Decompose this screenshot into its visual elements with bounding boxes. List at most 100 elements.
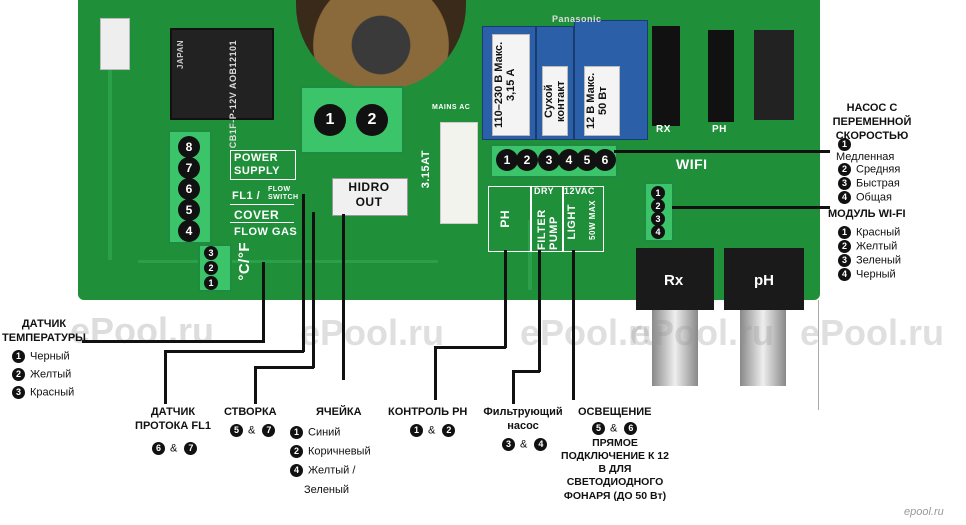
- ampersand: &: [428, 424, 436, 437]
- pump-item-text: Средняя: [856, 163, 901, 176]
- out-pin-6: 6: [594, 149, 616, 171]
- black-relay: [170, 28, 274, 120]
- cell-item-text: Желтый /: [308, 464, 356, 477]
- pcb-trace: [108, 40, 112, 260]
- hidro-out-label-box: [332, 178, 408, 216]
- pump-title: НАСОС С ПЕРЕМЕННОЙ СКОРОСТЬЮ: [832, 102, 912, 142]
- filter-pump-output-label: FILTER PUMP: [536, 209, 560, 250]
- leader-ph-down: [434, 346, 437, 400]
- black-relay-small: [754, 30, 794, 120]
- filter-pump-title: Фильтрующий насос: [483, 406, 563, 432]
- light-output-box: [562, 186, 604, 252]
- output-terminal-block: 1 2 3 4 5 6: [490, 144, 618, 178]
- leader-ph-h: [434, 346, 506, 349]
- cell-item-number: 2: [290, 445, 303, 458]
- leader-temp-v: [262, 262, 265, 343]
- pin-number: 6: [624, 422, 638, 435]
- ampersand: &: [610, 422, 618, 435]
- pump-item-text: Медленная: [836, 151, 895, 163]
- relay-marking: CB1F-P-12V AOB12101: [228, 40, 238, 149]
- ampersand: &: [520, 438, 528, 451]
- vac-label: 12VAC: [564, 186, 595, 196]
- wifi-pin-4: 4: [651, 225, 665, 239]
- bnc-rx-barrel: [652, 310, 698, 386]
- ph-header: [708, 30, 734, 122]
- pump-item-number: 3: [838, 177, 851, 190]
- power-supply-box: [230, 150, 296, 180]
- lighting-title: ОСВЕЩЕНИЕ: [578, 406, 652, 418]
- left-pin-7: 7: [178, 157, 200, 179]
- max50w-label: 50W MAX: [588, 200, 597, 240]
- temp-pin-3: 3: [204, 246, 218, 260]
- pump-item-number: 1: [838, 138, 851, 151]
- pump-item-text: Общая: [856, 191, 892, 204]
- cell-item-number: 1: [290, 426, 303, 439]
- pin-number: 7: [184, 442, 198, 455]
- leader-ph-v: [504, 250, 507, 348]
- wifi-item-number: 1: [838, 226, 851, 239]
- bnc-ph-body: [724, 248, 804, 310]
- out-pin-2: 2: [516, 149, 538, 171]
- pin-number: 2: [442, 424, 456, 437]
- bnc-ph-label: pH: [754, 272, 774, 289]
- watermark: ePool.ru: [520, 312, 665, 353]
- silk-divider: [230, 204, 294, 205]
- temp-item-number: 1: [12, 350, 25, 363]
- pump-item-text: Быстрая: [856, 177, 900, 190]
- panasonic-marking: Panasonic: [552, 14, 602, 24]
- light-output-label: LIGHT: [566, 204, 578, 240]
- leader-filter-v: [538, 250, 541, 372]
- wifi-pin-3: 3: [651, 212, 665, 226]
- leader-cover-h: [254, 366, 314, 369]
- pcb-trace: [528, 220, 532, 290]
- left-terminal-block: 8 7 6 5 4: [168, 130, 212, 244]
- temp-sensor-title: ДАТЧИК ТЕМПЕРАТУРЫ: [2, 318, 86, 344]
- flow-sensor-pins: 6& 7: [152, 442, 202, 455]
- bnc-ph-barrel: [740, 310, 786, 386]
- bnc-rx-body: [636, 248, 714, 310]
- dry-label: DRY: [534, 186, 555, 196]
- leader-flow-h: [164, 350, 304, 353]
- pin-number: 1: [410, 424, 423, 437]
- cell-item-text: Коричневый: [308, 445, 371, 458]
- pump-item: 3 Быстрая: [838, 177, 900, 190]
- leader-pump: [614, 150, 830, 153]
- corner-logo: epool.ru: [904, 506, 944, 518]
- wifi-item-text: Желтый: [856, 240, 898, 253]
- hidro-pin-1: 1: [314, 104, 346, 136]
- pin-number: 3: [502, 438, 515, 451]
- cell-item-text: Синий: [308, 426, 341, 439]
- temp-item-number: 2: [12, 368, 25, 381]
- relay-1-label: 110–230 В Макс. 3,15 А: [492, 34, 530, 136]
- wifi-item-number: 2: [838, 240, 851, 253]
- cover-label: COVER: [234, 208, 280, 222]
- pin-number: 5: [230, 424, 243, 437]
- leader-flow-down: [164, 350, 167, 404]
- cell-item: 2 Коричневый: [290, 445, 371, 458]
- cell-item: 1 Синий: [290, 426, 340, 439]
- wifi-item-number: 4: [838, 268, 851, 281]
- filter-output-box: [530, 186, 564, 252]
- power-supply-label: POWER SUPPLY: [234, 152, 281, 177]
- leader-cover-down: [254, 366, 257, 404]
- wifi-item: 1 Красный: [838, 226, 900, 239]
- cover-title: СТВОРКА: [224, 406, 277, 418]
- white-header-connector: [100, 18, 130, 70]
- pin-number: 6: [152, 442, 165, 455]
- ph-output-box: [488, 186, 532, 252]
- pump-item-number: 4: [838, 191, 851, 204]
- out-pin-3: 3: [538, 149, 560, 171]
- temp-pin-2: 2: [204, 261, 218, 275]
- wifi-item-text: Красный: [856, 226, 901, 239]
- leader-flow-v: [302, 194, 305, 352]
- flow-gas-label: FLOW GAS: [234, 226, 298, 238]
- celsius-label: °C/°F: [236, 242, 253, 281]
- hidro-out-label: HIDRO OUT: [348, 180, 390, 209]
- wifi-title: МОДУЛЬ WI-FI: [828, 208, 906, 220]
- leader-filter-down: [512, 370, 515, 404]
- rx-header: [652, 26, 680, 126]
- wifi-item: 2 Желтый: [838, 240, 897, 253]
